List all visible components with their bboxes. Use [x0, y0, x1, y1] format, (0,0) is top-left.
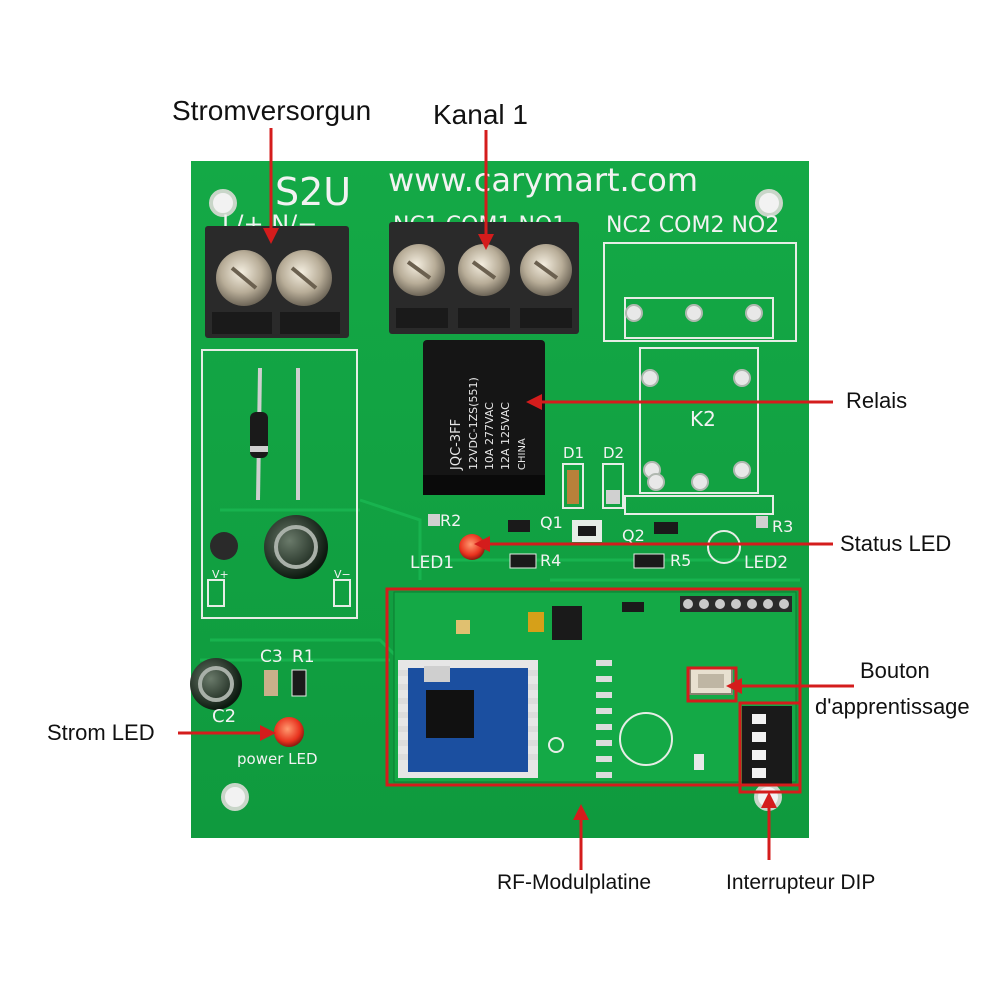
- power-section: V+ V−: [201, 349, 358, 619]
- relay: JQC-3FF 12VDC-1ZS(551) 10A 277VAC 12A 12…: [423, 340, 545, 495]
- callout-dip-switch: Interrupteur DIP: [726, 871, 876, 894]
- r5-label: R5: [670, 551, 691, 570]
- relay-rating-2: 12A 125VAC: [499, 402, 512, 470]
- callout-relay: Relais: [846, 388, 908, 413]
- callout-lines: [178, 128, 854, 870]
- diodes: D1 D2: [562, 444, 624, 509]
- callout-rf-module: RF-Modulplatine: [497, 871, 652, 894]
- website-label: www.carymart.com: [388, 161, 698, 199]
- module-pads: [398, 670, 538, 760]
- header-pins: [680, 596, 792, 612]
- c3-label: C3: [260, 647, 283, 667]
- model-label: S2U: [275, 170, 351, 214]
- power-led-label: power LED: [237, 750, 318, 768]
- pcb-traces: [200, 498, 800, 662]
- callout-power-led: Strom LED: [47, 720, 155, 745]
- relay2-pads: [625, 304, 763, 491]
- r4-label: R4: [540, 551, 561, 570]
- led1-area: R2 LED1 Q1 R4 Q2 R5 LED2 R3: [410, 511, 793, 573]
- q1-label: Q1: [540, 513, 563, 532]
- dip-switch-highlight-box: [738, 701, 802, 794]
- d1-label: D1: [563, 444, 584, 462]
- r2-label: R2: [440, 511, 461, 530]
- r1-label: R1: [292, 647, 315, 667]
- q2-label: Q2: [622, 526, 645, 545]
- callout-learn-button-line2: d'apprentissage: [815, 694, 970, 719]
- edge-pads: [596, 660, 612, 778]
- relay-model: JQC-3FF: [449, 419, 464, 471]
- callout-status-led: Status LED: [840, 531, 952, 556]
- r3-label: R3: [772, 517, 793, 536]
- dip-switch-body: [742, 706, 792, 784]
- vminus-label: V−: [334, 568, 351, 581]
- led1-label: LED1: [410, 553, 454, 573]
- relay-origin: CHINA: [517, 438, 528, 470]
- relay1-terminal-block: [389, 222, 579, 334]
- callout-learn-button-line1: Bouton: [860, 658, 930, 683]
- k2-label: K2: [690, 407, 716, 431]
- c2-label: C2: [212, 706, 236, 727]
- power-led-area: C2 C3 R1 power LED: [190, 647, 318, 768]
- power-terminal-block: [205, 226, 349, 338]
- d2-label: D2: [603, 444, 624, 462]
- relay-rating-1: 10A 277VAC: [483, 402, 496, 470]
- callout-channel-1: Kanal 1: [433, 99, 528, 130]
- led2-label: LED2: [744, 553, 788, 573]
- relay2-footprint: K2: [603, 242, 797, 515]
- relay2-terminal-labels: NC2 COM2 NO2: [606, 213, 779, 238]
- relay-coil: 12VDC-1ZS(551): [467, 377, 480, 470]
- vplus-label: V+: [212, 568, 229, 581]
- callout-power-supply: Stromversorgun: [172, 95, 372, 126]
